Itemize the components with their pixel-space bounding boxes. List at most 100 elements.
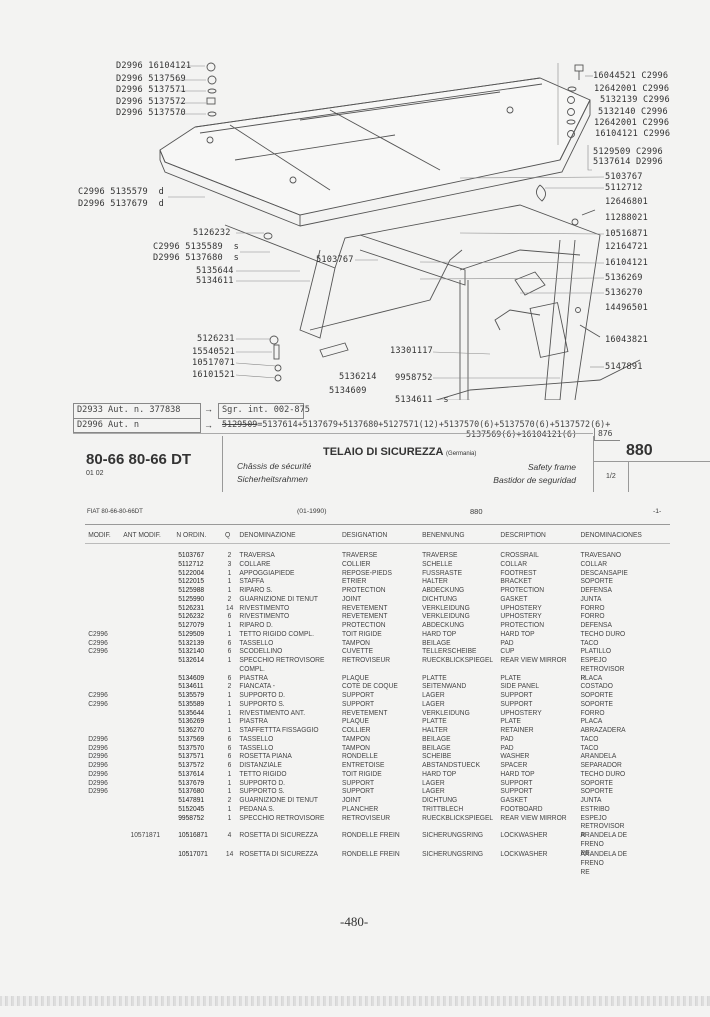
cell-description: PAD	[500, 637, 514, 647]
part-callout: D2996 5137680 s	[153, 253, 239, 263]
cell-quantity: 2	[227, 681, 232, 691]
cell-part-number: 5147891	[178, 795, 205, 804]
cell-description: REAR VIEW MIRROR	[500, 812, 567, 822]
col-q: Q	[225, 530, 231, 539]
cell-part-number: 9958752	[178, 812, 205, 822]
cell-modif: D2996	[88, 742, 108, 752]
cell-benennung: BEILAGE	[422, 733, 451, 743]
cell-denominazione: STAFFETTTA FISSAGGIO	[239, 725, 319, 734]
part-callout: 12646801	[605, 197, 648, 207]
cell-designation: RONDELLE FREIN	[342, 830, 400, 839]
cell-quantity: 6	[227, 637, 232, 647]
cell-part-number: 5132139	[178, 637, 205, 647]
cell-designation: JOINT	[342, 593, 362, 603]
cell-designation: REVETEMENT	[342, 611, 388, 621]
part-callout: 15540521	[192, 347, 235, 357]
cell-modif: D2996	[88, 786, 108, 796]
arrow-icon: →	[204, 420, 213, 430]
cell-benennung: LAGER	[422, 777, 445, 787]
cell-denominazione: SUPPORTO S.	[239, 786, 285, 796]
part-callout: 10516871	[605, 229, 648, 239]
part-callout: D2996 5137571	[116, 85, 186, 95]
title-english: Safety frame	[527, 462, 576, 472]
part-callout: 16104121 C2996	[595, 129, 671, 139]
title-french: Châssis de sécurité	[237, 461, 312, 471]
cell-part-number: 5135589	[178, 698, 205, 708]
cell-benennung: VERKLEIDUNG	[422, 611, 470, 621]
cell-description: PAD	[500, 733, 514, 743]
col-designation: DESIGNATION	[342, 530, 388, 539]
arrow-icon: →	[204, 404, 213, 414]
cell-benennung: LAGER	[422, 786, 445, 796]
cell-benennung: VERKLEIDUNG	[422, 602, 470, 612]
cell-designation: RONDELLE	[342, 751, 378, 761]
part-callout: 5135644	[196, 266, 234, 276]
column-headers: MODIF. ANT MODIF. N ORDIN. Q DENOMINAZIO…	[0, 530, 642, 540]
cell-benennung: SEITENWAND	[422, 681, 467, 691]
cell-quantity: 2	[227, 593, 232, 603]
cell-benennung: DICHTUNG	[422, 593, 458, 603]
part-callout: 5132140 C2996	[598, 107, 668, 117]
cell-designation: PROTECTION	[342, 585, 386, 594]
col-modif: MODIF.	[88, 530, 111, 539]
cell-quantity: 1	[227, 716, 232, 726]
cell-part-number: 5132140	[178, 646, 205, 656]
part-callout: 13301117	[390, 346, 433, 356]
cell-quantity: 6	[227, 751, 232, 761]
cell-benennung: DICHTUNG	[422, 795, 458, 804]
cell-description: SPACER	[500, 760, 528, 769]
cell-denominazione: SUPPORTO D.	[239, 777, 285, 787]
part-callout: 16044521 C2996	[593, 71, 669, 81]
cell-denominazione: GUARNIZIONE DI TENUT	[239, 795, 318, 804]
cell-denominaciones: ESPEJO RETROVISOR R	[580, 812, 625, 839]
list-page: -1-	[653, 508, 662, 515]
cell-benennung: SCHELLE	[422, 558, 453, 568]
cell-quantity: 1	[227, 628, 232, 638]
cell-modif: D2996	[88, 777, 108, 787]
cell-designation: SUPPORT	[342, 786, 375, 796]
cell-description: SUPPORT	[500, 786, 533, 796]
part-callout: 16043821	[605, 335, 648, 345]
note-formula: 5129509=5137614+5137679+5137680+5127571(…	[222, 419, 610, 429]
cell-denominazione: SPECCHIO RETROVISORE	[239, 812, 325, 822]
cell-description: SIDE PANEL	[500, 681, 540, 691]
cell-description: PLATE	[500, 716, 521, 726]
cell-part-number: 5134609	[178, 672, 205, 682]
cell-designation: CUVETTE	[342, 646, 374, 656]
part-callout: 12164721	[605, 242, 648, 252]
cell-denominazione: SUPPORTO D.	[239, 690, 285, 699]
cell-denominazione: ROSETTA PIANA	[239, 751, 292, 761]
cell-benennung: TRAVERSE	[422, 550, 458, 559]
cell-modif: C2996	[88, 690, 108, 699]
cell-description: UPHOSTERY	[500, 611, 542, 621]
cell-denominazione: ROSETTA DI SICUREZZA	[239, 849, 318, 858]
part-callout: D2996 16104121	[116, 61, 192, 71]
cell-description: REAR VIEW MIRROR	[500, 655, 567, 664]
cell-quantity: 1	[227, 655, 232, 664]
title-spanish: Bastidor de seguridad	[493, 475, 576, 485]
note-formula-text: =5137614+5137679+5137680+5127571(12)+513…	[257, 419, 611, 429]
col-denominazione: DENOMINAZIONE	[239, 530, 296, 539]
cell-quantity: 1	[227, 768, 232, 778]
cell-quantity: 1	[227, 690, 232, 699]
cell-denominazione: PIASTRA	[239, 672, 268, 682]
cell-denominazione: PEDANA S.	[239, 803, 275, 813]
cell-benennung: HARD TOP	[422, 768, 457, 778]
cell-part-number: 5125990	[178, 593, 205, 603]
cell-description: PROTECTION	[500, 585, 545, 594]
cell-quantity: 14	[225, 602, 234, 612]
cell-part-number: 5122015	[178, 576, 205, 586]
part-callout: D2996 5137679 d	[78, 199, 164, 209]
